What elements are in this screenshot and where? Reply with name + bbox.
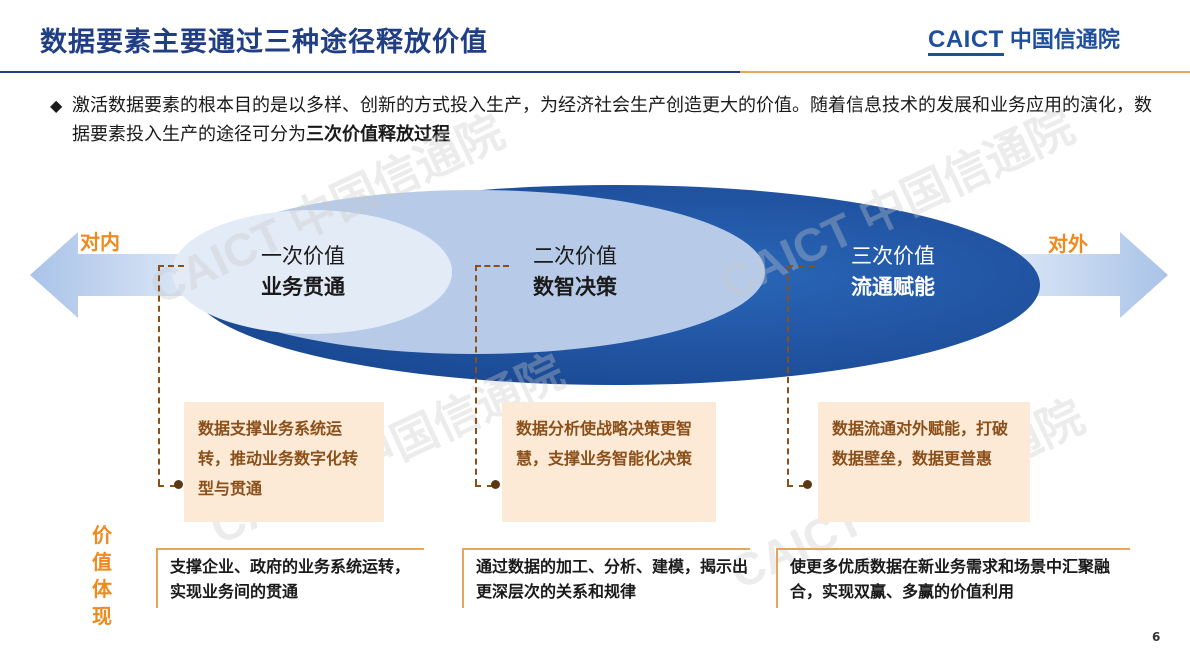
connector-1-dot: [174, 480, 183, 489]
stage-2-value: 通过数据的加工、分析、建模，揭示出更深层次的关系和规律: [462, 548, 750, 608]
left-arrow-label: 对内: [80, 230, 120, 254]
header-rule-blue: [0, 71, 740, 73]
stage-2-subtitle: 数智决策: [533, 275, 617, 299]
connector-1-vertical: [158, 265, 160, 485]
stage-1-subtitle: 业务贯通: [261, 275, 345, 299]
stage-3-subtitle: 流通赋能: [851, 275, 935, 299]
stage-1-title: 一次价值: [261, 244, 345, 268]
page-number: 6: [1152, 630, 1161, 644]
intro-text: 激活数据要素的根本目的是以多样、创新的方式投入生产，为经济社会生产创造更大的价值…: [72, 91, 1160, 149]
diamond-bullet-icon: ◆: [50, 96, 63, 115]
connector-1-bottom: [158, 485, 176, 487]
intro-paragraph: ◆ 激活数据要素的根本目的是以多样、创新的方式投入生产，为经济社会生产创造更大的…: [50, 91, 1160, 149]
connector-3-vertical: [787, 265, 789, 485]
stage-2-card: 数据分析使战略决策更智慧，支撑业务智能化决策: [502, 402, 716, 522]
right-arrow-label: 对外: [1048, 232, 1088, 256]
intro-text-normal: 激活数据要素的根本目的是以多样、创新的方式投入生产，为经济社会生产创造更大的价值…: [72, 95, 1152, 145]
arrow-right-icon: [1000, 232, 1168, 318]
connector-1-top: [158, 265, 184, 267]
intro-text-bold: 三次价值释放过程: [306, 124, 450, 145]
connector-2-top: [475, 265, 509, 267]
connector-2-dot: [491, 480, 500, 489]
ellipse-first-value: [172, 210, 452, 334]
page-title: 数据要素主要通过三种途径释放价值: [40, 27, 488, 58]
logo-latin: CAICT: [928, 26, 1004, 56]
stage-3-title: 三次价值: [851, 244, 935, 268]
stage-1-card: 数据支撑业务系统运转，推动业务数字化转型与贯通: [184, 402, 384, 522]
stage-3-value: 使更多优质数据在新业务需求和场景中汇聚融合，实现双赢、多赢的价值利用: [776, 548, 1130, 608]
connector-2-vertical: [475, 265, 477, 485]
connector-3-bottom: [787, 485, 805, 487]
stage-3-card: 数据流通对外赋能，打破数据壁垒，数据更普惠: [818, 402, 1030, 522]
connector-3-dot: [803, 480, 812, 489]
logo-chinese: 中国信通院: [1009, 28, 1120, 53]
header-rule-orange: [740, 71, 1190, 73]
stage-1-value: 支撑企业、政府的业务系统运转，实现业务间的贯通: [156, 548, 424, 608]
stage-2-title: 二次价值: [533, 244, 617, 268]
value-label: 价值体现: [92, 523, 112, 628]
connector-2-bottom: [475, 485, 493, 487]
arrow-left-icon: [30, 232, 200, 318]
connector-3-top: [787, 265, 815, 267]
